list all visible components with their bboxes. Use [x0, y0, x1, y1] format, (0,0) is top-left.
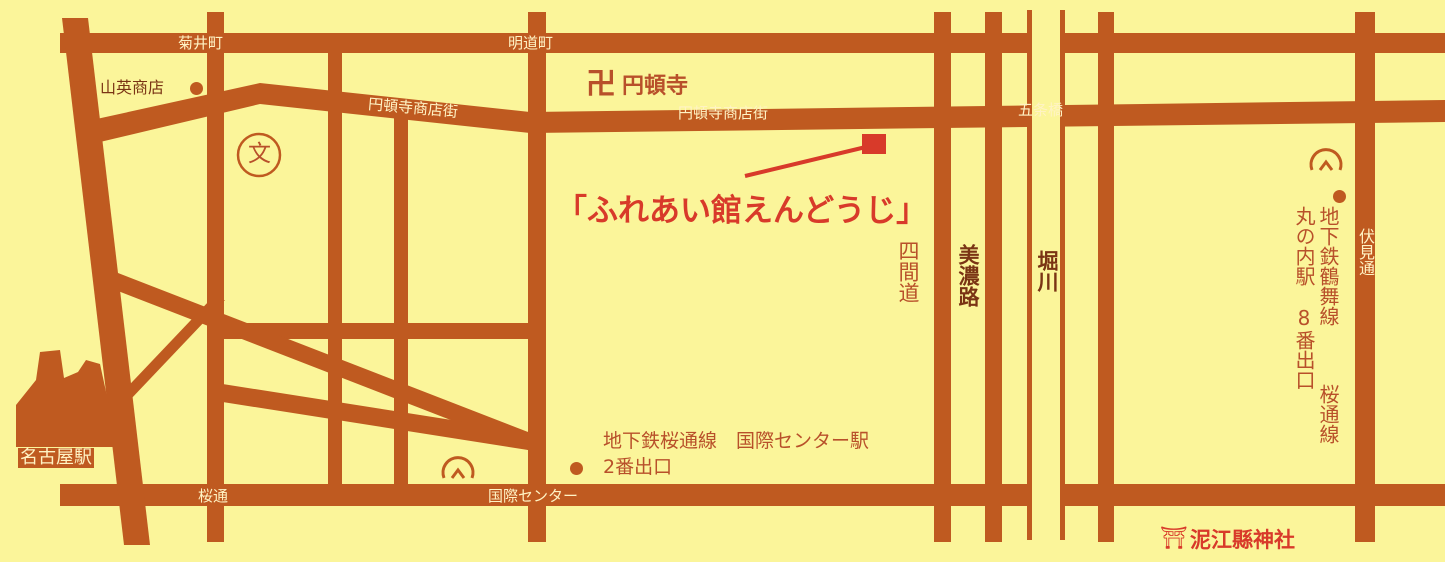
road-label-sakurai: 菊井町	[178, 34, 224, 52]
destination-marker	[862, 134, 886, 154]
subway-sakura-short-label: 桜通線	[1316, 384, 1340, 444]
manji-icon: 卍	[586, 67, 616, 102]
destination-pointer	[744, 144, 871, 178]
nagoya-station-label: 名古屋駅	[18, 447, 94, 468]
street-label-minoji: 美濃路	[956, 244, 980, 307]
road-fushimi	[1355, 12, 1375, 542]
road-myodo	[60, 33, 1445, 53]
road-west-slant	[62, 18, 150, 545]
subway-icon	[1309, 148, 1343, 171]
road-v2	[328, 40, 342, 500]
school-symbol-text: 文	[248, 141, 271, 167]
landmark-dot-yamahide	[190, 82, 203, 95]
school-icon	[236, 132, 282, 178]
road-v3	[394, 110, 408, 500]
torii-icon: ⛩	[1160, 526, 1188, 551]
road-middle-west	[210, 323, 528, 339]
road-shikendo	[934, 12, 951, 542]
subway-kokusai-center-label: 地下鉄桜通線 国際センター駅	[603, 430, 870, 452]
landmark-yamahide: 山英商店	[100, 78, 165, 97]
exit-dot-marunouchi	[1333, 190, 1346, 203]
river-label-horikawa: 堀川	[1035, 250, 1059, 292]
road-label-fushimi: 伏見通	[1356, 228, 1375, 276]
subway-icon	[450, 467, 466, 479]
landmark-shrine: 泥江縣神社	[1190, 528, 1295, 552]
subway-tsurumai-label: 地下鉄鶴舞線	[1316, 206, 1340, 326]
road-sakura-dori	[60, 484, 1445, 506]
road-label-endonji-e: 円頓寺商店街	[678, 104, 769, 122]
subway-icon	[441, 456, 475, 479]
road-label-sakura: 桜通	[198, 487, 229, 505]
landmark-endonji: 円頓寺	[622, 74, 689, 99]
road-v1	[207, 12, 224, 542]
road-diagonal-2	[210, 382, 528, 450]
destination-label: 「ふれあい館えんどうじ」	[556, 193, 928, 229]
subway-marunouchi-exit8-label: 丸の内駅 8番出口	[1292, 206, 1316, 390]
road-label-gojo: 五条橋	[1018, 101, 1064, 119]
subway-exit-2-label: 2番出口	[603, 456, 673, 478]
road-minoji	[985, 12, 1002, 542]
subway-icon	[1318, 159, 1334, 171]
road-v4	[528, 12, 546, 542]
road-v5	[1098, 12, 1114, 542]
street-label-shikendo: 四間道	[896, 240, 920, 303]
road-label-myodo: 明道町	[508, 34, 554, 52]
exit-dot-kokusai	[570, 462, 583, 475]
station-building-icon	[16, 350, 118, 447]
road-label-kokusai: 国際センター	[488, 487, 579, 505]
road-diagonal-3	[115, 300, 225, 400]
road-endonji-shotengai	[92, 83, 1445, 142]
